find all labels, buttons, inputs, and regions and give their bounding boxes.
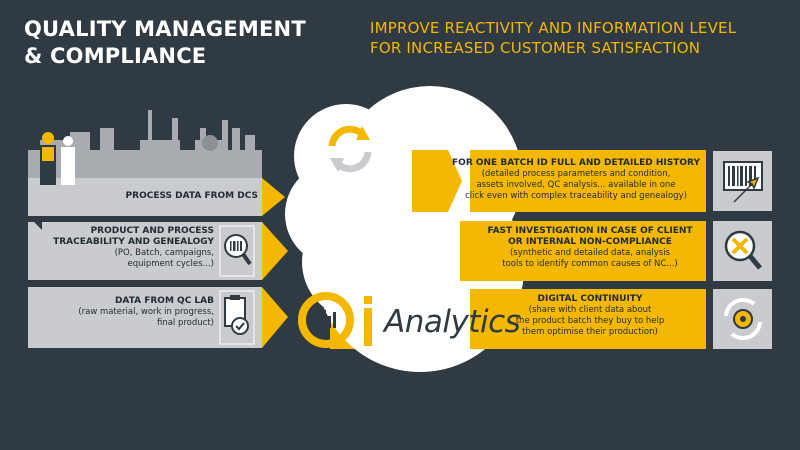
panel-qc-lab: DATA FROM QC LAB (raw material, work in …: [40, 296, 214, 329]
benefit-digital-continuity-text-2: the product batch they buy to help: [515, 316, 665, 326]
panel-process-data-title: PROCESS DATA FROM DCS: [125, 191, 258, 201]
benefit-batch-history-text-1: (detailed process parameters and conditi…: [481, 169, 671, 179]
benefit-batch-history-text-3: click even with complex traceability and…: [465, 191, 687, 201]
benefit-batch-history-text-2: assets involved, QC analysis... availabl…: [476, 180, 676, 190]
benefit-investigation-text-1: (synthetic and detailed data, analysis: [509, 248, 671, 258]
benefit-digital-continuity-text-3: them optimise their production): [522, 327, 658, 337]
benefit-digital-continuity-title: DIGITAL CONTINUITY: [537, 294, 643, 304]
analytics-logo-bar: [364, 296, 372, 346]
title-line-1: QUALITY MANAGEMENT: [24, 17, 306, 41]
benefit-investigation-title-1: FAST INVESTIGATION IN CASE OF CLIENT: [487, 226, 693, 236]
benefit-digital-continuity: DIGITAL CONTINUITY (share with client da…: [470, 294, 710, 338]
gear-cycle-icon: [724, 298, 762, 340]
benefit-investigation-text-2: tools to identify common causes of NC...…: [502, 259, 678, 269]
panel-traceability-title-1: PRODUCT AND PROCESS: [90, 226, 214, 236]
panel-traceability: PRODUCT AND PROCESS TRACEABILITY AND GEN…: [40, 226, 214, 270]
analytics-logo: Analytics: [298, 290, 521, 350]
subtitle-line-1: IMPROVE REACTIVITY AND INFORMATION LEVEL: [370, 19, 737, 37]
page-subtitle: IMPROVE REACTIVITY AND INFORMATION LEVEL…: [370, 18, 790, 58]
analytics-logo-icon: [298, 292, 354, 348]
workers-icon: [40, 132, 75, 185]
benefit-batch-history-title: FOR ONE BATCH ID FULL AND DETAILED HISTO…: [452, 158, 700, 168]
panel-qc-lab-text-1: (raw material, work in progress,: [78, 307, 214, 317]
benefit-digital-continuity-text-1: (share with client data about: [528, 305, 652, 315]
benefit-investigation-title-2: OR INTERNAL NON-COMPLIANCE: [508, 237, 672, 247]
subtitle-line-2: FOR INCREASED CUSTOMER SATISFACTION: [370, 39, 701, 57]
benefit-batch-history: FOR ONE BATCH ID FULL AND DETAILED HISTO…: [440, 158, 712, 202]
magnifier-barcode-icon: [224, 234, 252, 266]
magnifier-x-icon: [724, 230, 762, 270]
analytics-label: Analytics: [384, 304, 521, 340]
barcode-icon: [723, 161, 763, 203]
benefit-investigation: FAST INVESTIGATION IN CASE OF CLIENT OR …: [470, 226, 710, 270]
panel-process-data: PROCESS DATA FROM DCS: [100, 191, 258, 202]
panel-qc-lab-title: DATA FROM QC LAB: [114, 296, 214, 306]
title-line-2: & COMPLIANCE: [24, 44, 207, 68]
panel-traceability-title-2: TRACEABILITY AND GENEALOGY: [53, 237, 214, 247]
panel-traceability-text-1: (PO, Batch, campaigns,: [114, 248, 214, 258]
clipboard-check-icon: [224, 295, 249, 335]
panel-traceability-text-2: equipment cycles...): [127, 259, 214, 269]
sync-arrows-icon: [328, 125, 372, 173]
panel-qc-lab-text-2: final product): [156, 318, 214, 328]
page-title: QUALITY MANAGEMENT & COMPLIANCE: [24, 16, 344, 70]
